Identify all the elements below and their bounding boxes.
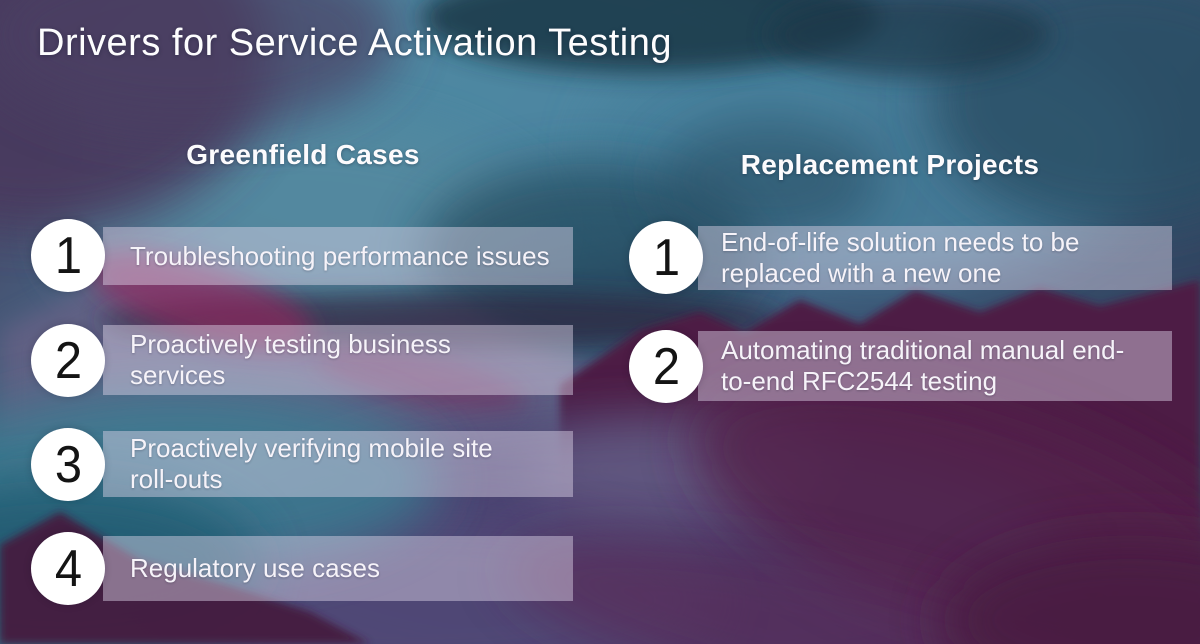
item-number-badge: 4 [31,532,105,605]
item-number-badge: 2 [629,330,703,403]
column-header-greenfield-cases: Greenfield Cases [186,139,420,170]
column-header-replacement-projects: Replacement Projects [740,149,1040,180]
list-item-text: Automating traditional manual end-to-end… [721,335,1125,396]
list-item: Proactively testing business services [103,325,573,395]
list-item-text: End-of-life solution needs to be replace… [721,227,1080,288]
list-item: End-of-life solution needs to be replace… [698,226,1172,290]
list-item: Proactively verifying mobile site roll-o… [103,431,573,497]
list-item: Regulatory use cases [103,536,573,601]
item-number-badge: 1 [629,221,703,294]
item-number: 1 [652,228,680,287]
list-item-text: Proactively testing business services [130,329,451,390]
list-item-text: Proactively verifying mobile site roll-o… [130,433,493,494]
item-number: 4 [54,539,82,598]
item-number-badge: 3 [31,428,105,501]
list-item-text: Regulatory use cases [130,553,381,583]
item-number: 2 [652,337,680,396]
item-number: 2 [54,331,82,390]
list-item: Troubleshooting performance issues [103,227,573,285]
item-number: 1 [54,226,82,285]
item-number: 3 [54,435,82,494]
list-item: Automating traditional manual end-to-end… [698,331,1172,401]
list-item-text: Troubleshooting performance issues [130,240,550,271]
item-number-badge: 2 [31,324,105,397]
slide-title: Drivers for Service Activation Testing [37,22,672,64]
background-clouds [0,0,1200,347]
item-number-badge: 1 [31,219,105,292]
